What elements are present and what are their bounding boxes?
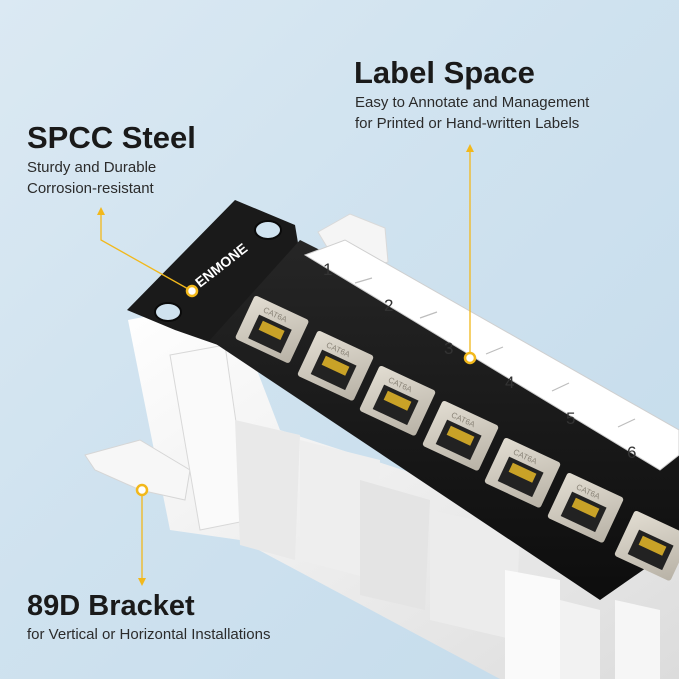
spcc-steel-line: Sturdy and Durable xyxy=(27,159,157,176)
port-number-labels: 1 2 3 4 5 6 xyxy=(323,260,636,462)
port-number: 6 xyxy=(627,443,636,462)
spcc-leader-line xyxy=(100,215,191,291)
label-strip-dividers xyxy=(354,277,636,428)
white-bracket xyxy=(84,213,679,679)
spcc-arrow-icon xyxy=(97,207,105,215)
port-number: 2 xyxy=(384,296,393,315)
keystone-jack: CAT6A xyxy=(297,330,374,401)
spcc-steel-title: SPCC Steel xyxy=(27,120,196,155)
keystone-jack: CAT6A xyxy=(422,400,499,471)
keystone-jack: CAT6A xyxy=(484,437,561,508)
port-number: 4 xyxy=(505,373,514,392)
bracket-title: 89D Bracket xyxy=(27,590,195,622)
label-space-marker-icon xyxy=(463,351,477,365)
keystone-jack: CAT6A xyxy=(235,295,309,363)
bracket-line: for Vertical or Horizontal Installations xyxy=(27,626,271,643)
keystone-jack xyxy=(614,510,679,581)
label-space-line: for Printed or Hand-written Labels xyxy=(355,115,580,132)
spcc-marker-icon xyxy=(185,284,199,298)
keystone-jacks: CAT6A CAT6A CAT6A CAT6A xyxy=(235,295,679,581)
port-number: 3 xyxy=(444,339,453,358)
keystone-jack: CAT6A xyxy=(547,472,624,543)
label-space-line: Easy to Annotate and Management xyxy=(355,94,590,111)
steel-mounting-ear xyxy=(127,200,300,345)
spcc-steel-description: Sturdy and Durable Corrosion-resistant xyxy=(27,157,156,199)
callout-leaders xyxy=(100,148,471,580)
label-space-arrow-icon xyxy=(466,144,474,152)
label-space-title: Label Space xyxy=(354,55,535,90)
callout-markers xyxy=(97,144,477,586)
keystone-jack: CAT6A xyxy=(359,365,436,436)
label-space-description: Easy to Annotate and Management for Prin… xyxy=(355,92,589,134)
port-number: 1 xyxy=(323,260,332,279)
bracket-arrow-icon xyxy=(138,578,146,586)
bracket-description: for Vertical or Horizontal Installations xyxy=(27,624,270,645)
bracket-marker-icon xyxy=(135,483,149,497)
port-number: 5 xyxy=(566,409,575,428)
spcc-steel-line: Corrosion-resistant xyxy=(27,180,154,197)
